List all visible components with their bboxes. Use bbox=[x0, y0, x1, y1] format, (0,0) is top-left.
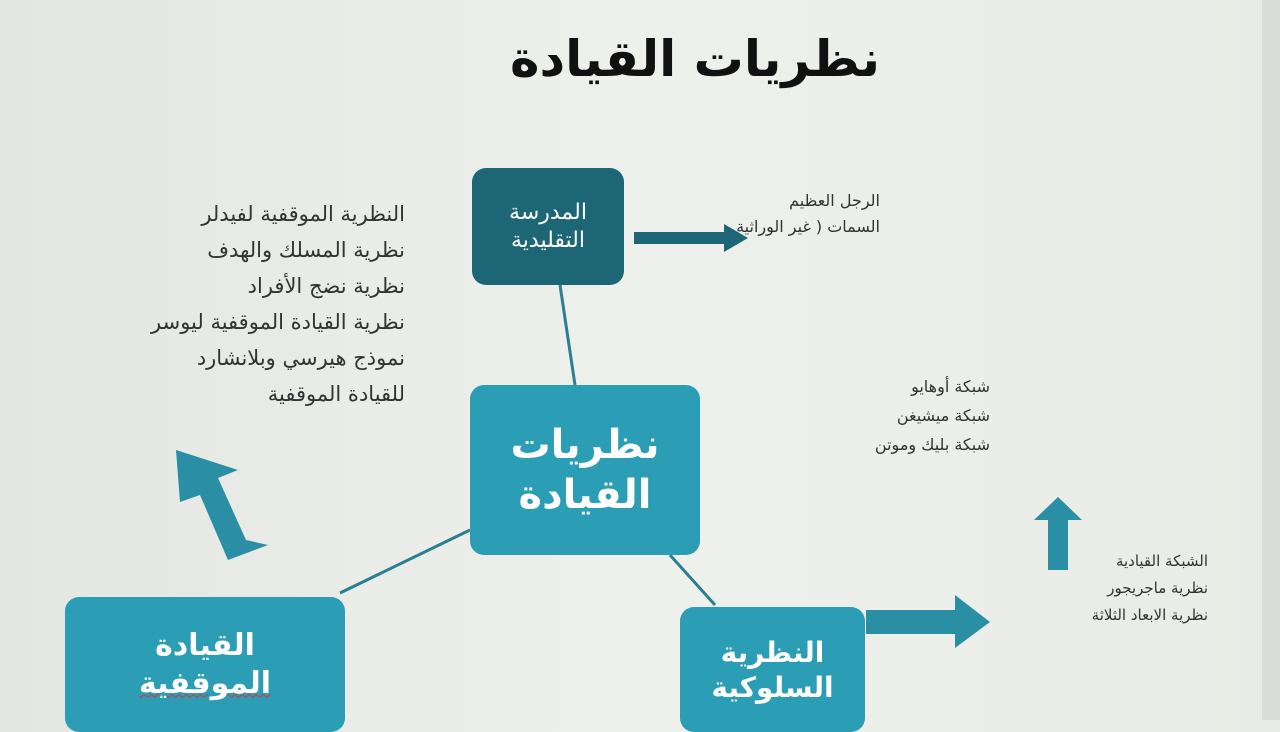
list-item: شبكة بليك وموتن bbox=[874, 435, 990, 454]
list-item: نظرية القيادة الموقفية ليوسر bbox=[151, 310, 405, 334]
list-item: للقيادة الموقفية bbox=[267, 382, 405, 406]
box-label: القيادة bbox=[155, 628, 255, 663]
list-item: نظرية المسلك والهدف bbox=[207, 238, 405, 262]
screen-edge bbox=[1262, 0, 1280, 720]
box-label: المدرسة bbox=[509, 200, 587, 225]
box-label: النظرية bbox=[720, 635, 825, 669]
traditional-list: الرجل العظيم السمات ( غير الوراثية bbox=[736, 188, 880, 240]
list-item: الشبكة القيادية bbox=[1115, 552, 1208, 570]
box-label: نظريات bbox=[510, 422, 660, 468]
box-label: السلوكية bbox=[711, 670, 834, 704]
list-item: شبكة ميشيغن bbox=[896, 406, 990, 425]
arrow-up-right bbox=[1034, 497, 1082, 570]
arrow-right-top bbox=[634, 224, 748, 252]
list-item: شبكة أوهايو bbox=[911, 377, 990, 396]
list-item: نظرية ماجريجور bbox=[1107, 579, 1208, 597]
slide-title: نظريات القيادة bbox=[509, 30, 881, 88]
arrow-right-bottom bbox=[866, 595, 990, 648]
list-item: نظرية الابعاد الثلاثة bbox=[1091, 606, 1208, 624]
list-item: النظرية الموقفية لفيدلر bbox=[201, 202, 405, 226]
connector-bottom-right bbox=[668, 553, 717, 607]
box-label: الموقفية bbox=[138, 665, 272, 701]
list-item: السمات ( غير الوراثية bbox=[736, 217, 880, 236]
connector-bottom-left bbox=[339, 528, 471, 595]
arrow-up-left bbox=[176, 450, 268, 560]
list-item: الرجل العظيم bbox=[789, 191, 880, 210]
box-label: التقليدية bbox=[511, 227, 585, 253]
list-item: نظرية نضج الأفراد bbox=[247, 274, 405, 298]
situational-list: النظرية الموقفية لفيدلر نظرية المسلك وال… bbox=[151, 196, 405, 412]
box-label: القيادة bbox=[518, 472, 652, 518]
behavioral-list: الشبكة القيادية نظرية ماجريجور نظرية الا… bbox=[1092, 548, 1208, 629]
grid-list: شبكة أوهايو شبكة ميشيغن شبكة بليك وموتن bbox=[875, 372, 990, 459]
list-item: نموذج هيرسي وبلانشارد bbox=[196, 346, 405, 370]
connector-top bbox=[558, 284, 577, 386]
